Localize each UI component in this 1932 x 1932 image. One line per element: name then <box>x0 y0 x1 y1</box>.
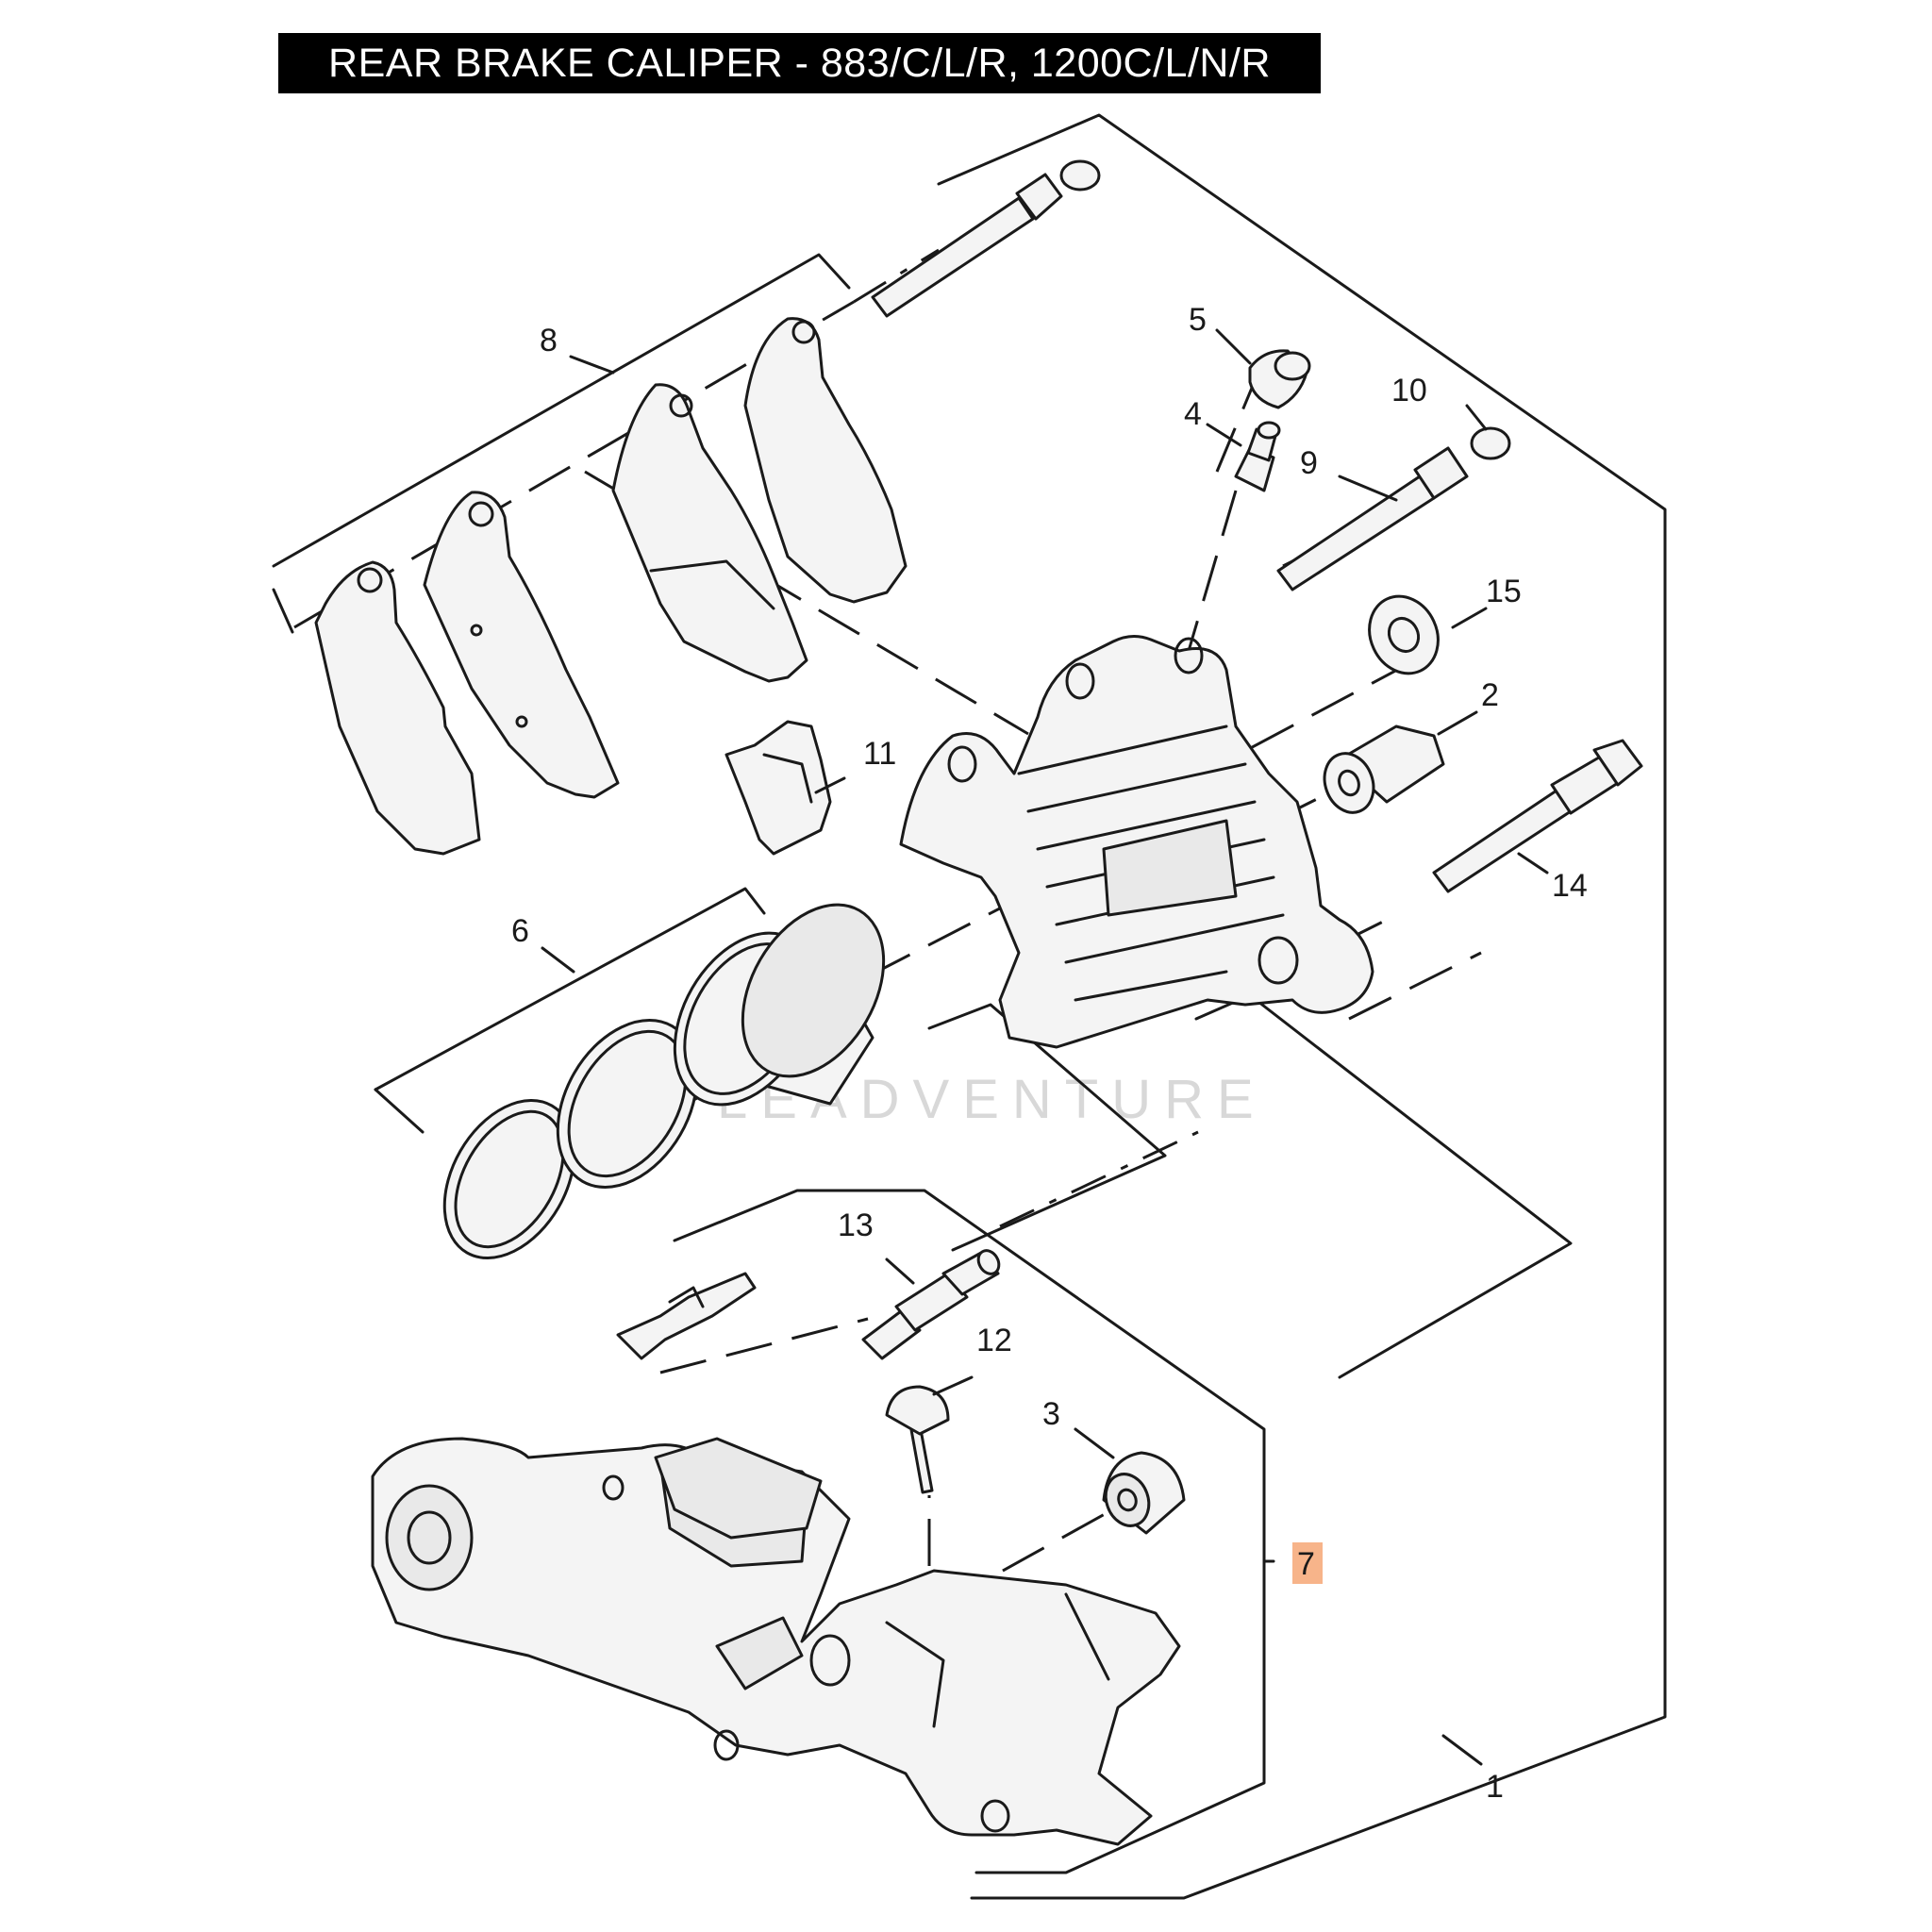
diagram-title-bar: REAR BRAKE CALIPER - 883/C/L/R, 1200C/L/… <box>278 33 1321 93</box>
callout-9[interactable]: 9 <box>1300 445 1318 481</box>
bracket-pads-8-top <box>272 253 851 568</box>
retainer-clip <box>616 1272 823 1540</box>
callout-labels: 1 2 3 4 5 6 7 8 9 10 11 12 13 14 15 <box>511 302 1588 1805</box>
bracket-piston-6-left <box>374 1088 425 1134</box>
caliper-mounting-bracket <box>371 1437 1181 1846</box>
bleeder-cap-5 <box>1248 349 1311 409</box>
callout-6[interactable]: 6 <box>511 913 529 949</box>
caliper-pin-right <box>1276 446 1469 591</box>
seal-ring-inner <box>556 1019 699 1189</box>
callout-7[interactable]: 7 <box>1297 1546 1315 1582</box>
callout-15[interactable]: 15 <box>1486 574 1522 609</box>
callout-1[interactable]: 1 <box>1486 1769 1504 1805</box>
callout-13[interactable]: 13 <box>838 1208 874 1243</box>
bracket-piston-6 <box>374 887 766 1091</box>
callout-14[interactable]: 14 <box>1552 868 1588 904</box>
caliper-pin-upper <box>871 159 1101 318</box>
bracket-rear-lower <box>1194 993 1573 1379</box>
callout-11[interactable]: 11 <box>863 736 896 772</box>
callout-12[interactable]: 12 <box>976 1323 1012 1358</box>
guide-bolt-14 <box>1432 739 1643 893</box>
callout-10[interactable]: 10 <box>1391 373 1427 408</box>
bracket-assembly-1 <box>937 113 1667 1900</box>
callout-5[interactable]: 5 <box>1189 302 1207 338</box>
pin-cap-10 <box>1470 426 1511 460</box>
caliper-body <box>899 635 1374 1049</box>
seal-ring-outer <box>442 1098 576 1260</box>
bleeder-valve-4 <box>1234 421 1281 492</box>
brake-pad-inner <box>611 383 808 683</box>
washer-15 <box>1368 594 1440 675</box>
callout-4[interactable]: 4 <box>1184 396 1202 432</box>
bushing-2 <box>1323 724 1445 814</box>
brake-pad-outer <box>314 560 481 856</box>
pin-13 <box>861 1249 1001 1360</box>
callout-8[interactable]: 8 <box>540 323 558 358</box>
leader-lines <box>541 328 1549 1766</box>
callout-7-highlight <box>1292 1542 1323 1584</box>
callout-2[interactable]: 2 <box>1481 677 1499 713</box>
plug-3 <box>1102 1451 1186 1535</box>
rivet-12 <box>885 1385 950 1494</box>
bracket-pads-8 <box>272 588 294 634</box>
brake-pad-backing-outer <box>423 491 620 799</box>
diagram-title: REAR BRAKE CALIPER - 883/C/L/R, 1200C/L/… <box>328 40 1271 86</box>
brake-pad-backing-inner <box>743 317 908 604</box>
bracket-mid-lower <box>927 1003 1167 1252</box>
caliper-piston <box>673 903 886 1107</box>
pad-clip-11 <box>724 720 832 856</box>
callout-3[interactable]: 3 <box>1042 1396 1060 1432</box>
bracket-assembly-7 <box>673 1189 1266 1874</box>
